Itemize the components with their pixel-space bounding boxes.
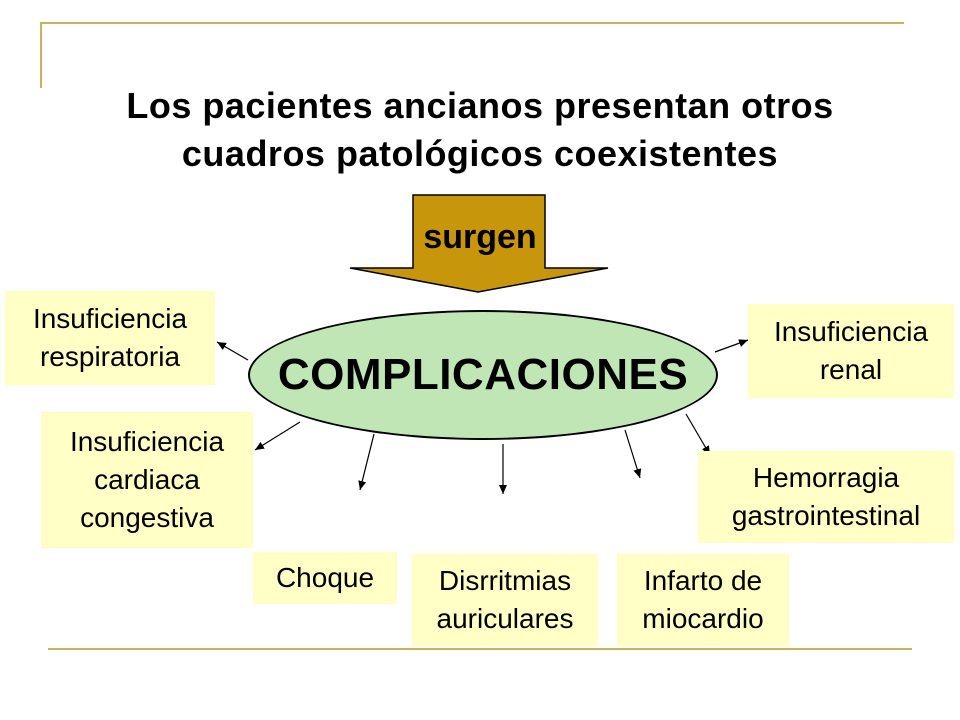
complicaciones-ellipse: COMPLICACIONES	[248, 310, 718, 440]
box-choque: Choque	[253, 552, 397, 604]
slide-title: Los pacientes ancianos presentan otros c…	[126, 85, 834, 174]
box-infarto: Infarto de miocardio	[617, 554, 789, 646]
bottom-frame-line	[48, 648, 912, 650]
box-insuficiencia-respiratoria: Insuficiencia respiratoria	[5, 291, 215, 385]
left-frame-line	[40, 22, 42, 88]
connector-choque	[358, 433, 375, 491]
box-disrritmias: Disrritmias auriculares	[412, 554, 598, 646]
connector-cardiaca	[254, 421, 301, 451]
connector-resp	[216, 341, 249, 361]
box-insuficiencia-renal: Insuficiencia renal	[748, 304, 954, 398]
connector-renal	[714, 339, 749, 353]
surgen-arrow	[349, 194, 609, 293]
surgen-label: surgen	[423, 218, 537, 256]
connector-infarto	[624, 429, 642, 479]
box-hemorragia: Hemorragia gastrointestinal	[698, 451, 954, 543]
box-insuficiencia-cardiaca: Insuficiencia cardiaca congestiva	[41, 412, 253, 548]
connector-hemorragia	[685, 413, 711, 456]
complicaciones-label: COMPLICACIONES	[277, 350, 689, 399]
top-frame-line	[40, 22, 904, 24]
